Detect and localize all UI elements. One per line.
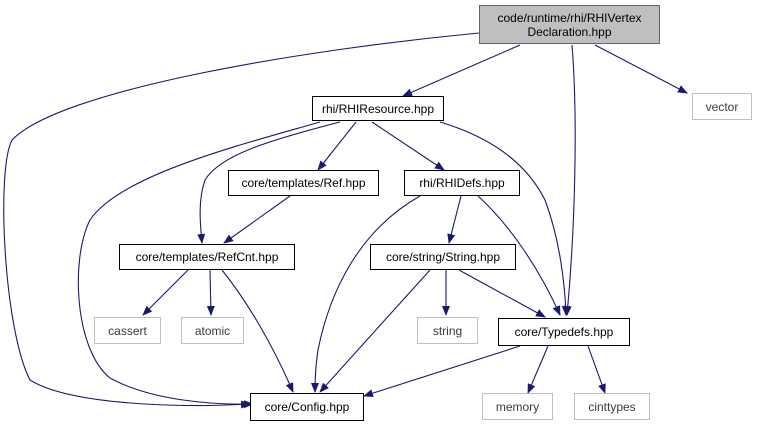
edge-root-to-config	[3, 32, 480, 409]
node-label: rhi/RHIResource.hpp	[321, 101, 435, 116]
node-label: atomic	[194, 323, 231, 338]
node-string: string	[417, 317, 478, 344]
node-label: core/string/String.hpp	[385, 250, 501, 264]
node-rhidefs-hpp[interactable]: rhi/RHIDefs.hpp	[404, 170, 520, 196]
node-label: vector	[705, 99, 739, 114]
edge-refcnt-to-atomic	[206, 269, 215, 316]
node-label: core/Typedefs.hpp	[514, 325, 614, 339]
node-cinttypes: cinttypes	[574, 393, 650, 420]
edge-rhidefs-to-string	[447, 195, 462, 244]
root-label-line1: code/runtime/rhi/RHIVertex	[497, 10, 642, 25]
node-memory: memory	[482, 393, 553, 420]
edge-root-to-rhiresource	[402, 44, 521, 97]
node-string-hpp[interactable]: core/string/String.hpp	[370, 244, 516, 270]
node-label: rhi/RHIDefs.hpp	[419, 176, 505, 190]
edge-rhiresource-to-rhidefs	[371, 121, 445, 171]
edge-root-to-vector	[594, 44, 688, 94]
edge-rhiresource-to-typedefs	[439, 121, 570, 316]
node-atomic: atomic	[181, 317, 244, 344]
node-label: cassert	[108, 323, 147, 338]
node-label: core/Config.hpp	[264, 400, 350, 414]
node-typedefs-hpp[interactable]: core/Typedefs.hpp	[498, 318, 630, 346]
node-rhiresource-hpp[interactable]: rhi/RHIResource.hpp	[312, 96, 444, 121]
node-refcnt-hpp[interactable]: core/templates/RefCnt.hpp	[119, 244, 295, 270]
edge-typedefs-to-cinttypes	[587, 345, 606, 394]
edge-rhidefs-to-config	[311, 195, 421, 393]
node-config-hpp[interactable]: core/Config.hpp	[250, 393, 364, 421]
node-vector: vector	[692, 93, 752, 120]
node-label: memory	[495, 399, 540, 414]
edge-refcnt-to-cassert	[142, 269, 189, 316]
edge-typedefs-to-config	[363, 345, 521, 398]
edge-typedefs-to-memory	[527, 345, 549, 394]
root-label-line2: Declaration.hpp	[527, 24, 612, 39]
edge-root-to-typedefs	[563, 44, 576, 316]
node-rhivertexdeclaration-hpp: code/runtime/rhi/RHIVertex Declaration.h…	[479, 5, 660, 44]
edge-stringhpp-to-typedefs	[458, 269, 546, 318]
edge-rhiresource-to-config	[77, 121, 321, 409]
node-label: core/templates/Ref.hpp	[241, 176, 366, 190]
edge-rhiresource-to-ref	[317, 121, 357, 171]
edge-ref-to-refcnt	[223, 195, 291, 244]
edge-stringhpp-to-config	[319, 269, 431, 393]
edge-rhidefs-to-typedefs	[477, 195, 561, 316]
node-ref-hpp[interactable]: core/templates/Ref.hpp	[228, 170, 379, 196]
node-label: string	[432, 323, 463, 338]
node-label: cinttypes	[588, 399, 636, 414]
edge-refcnt-to-config	[221, 269, 294, 393]
node-label: core/templates/RefCnt.hpp	[135, 250, 279, 264]
edge-rhiresource-to-refcnt	[197, 121, 341, 244]
node-cassert: cassert	[94, 317, 161, 344]
